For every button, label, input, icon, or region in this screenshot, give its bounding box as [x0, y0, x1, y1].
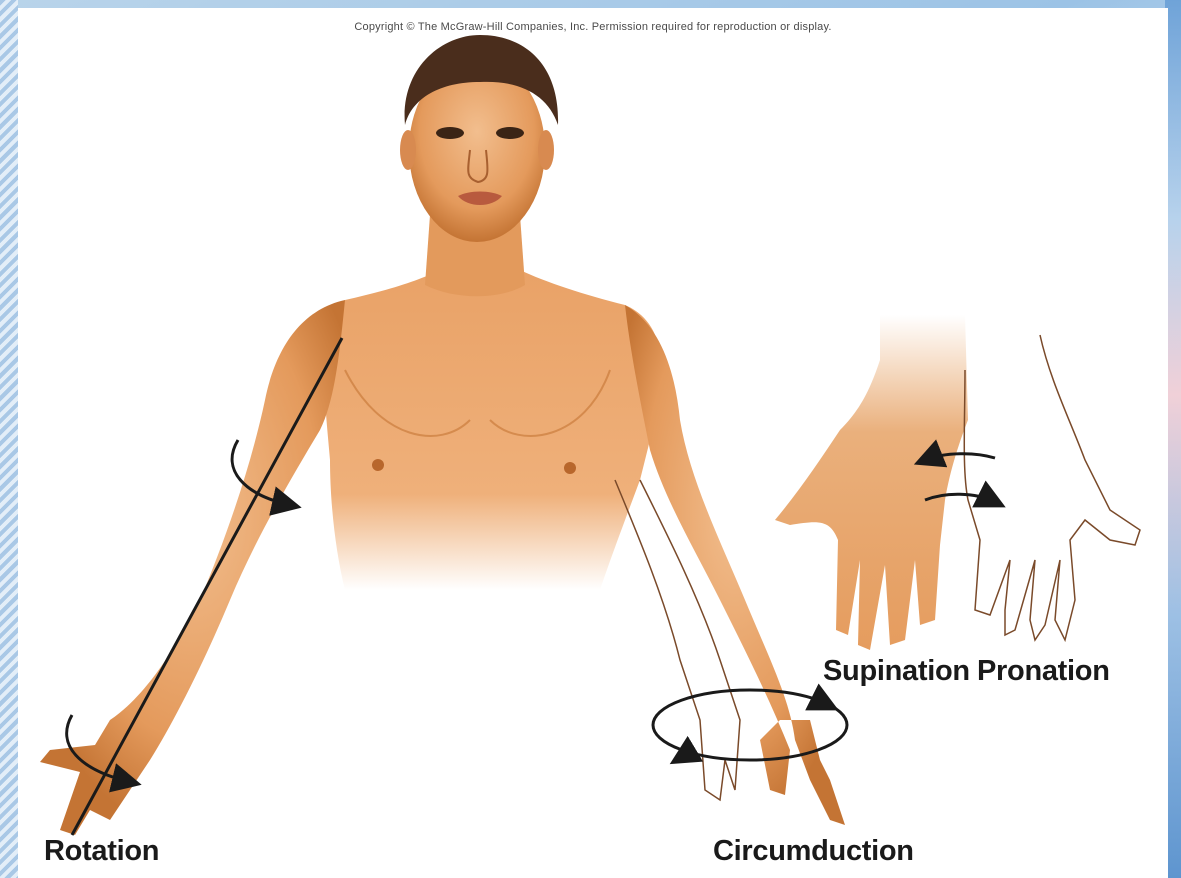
supination-hand [775, 315, 968, 650]
right-nipple-icon [564, 462, 576, 474]
left-eye-icon [436, 127, 464, 139]
right-arm [625, 305, 845, 825]
circumduction-label: Circumduction [713, 835, 914, 868]
supination-label: Supination [823, 655, 970, 688]
circumduction-arrow-left [680, 752, 690, 758]
pronation-label: Pronation [977, 655, 1110, 688]
torso [324, 270, 661, 590]
left-nipple-icon [372, 459, 384, 471]
rotation-label: Rotation [44, 835, 159, 868]
left-ear-icon [400, 130, 416, 170]
rotation-axis-line [72, 338, 342, 835]
right-eye-icon [496, 127, 524, 139]
pronation-hand [964, 335, 1140, 640]
right-ear-icon [538, 130, 554, 170]
left-arm [40, 300, 345, 835]
circumduction-ghost-arm [615, 480, 740, 800]
